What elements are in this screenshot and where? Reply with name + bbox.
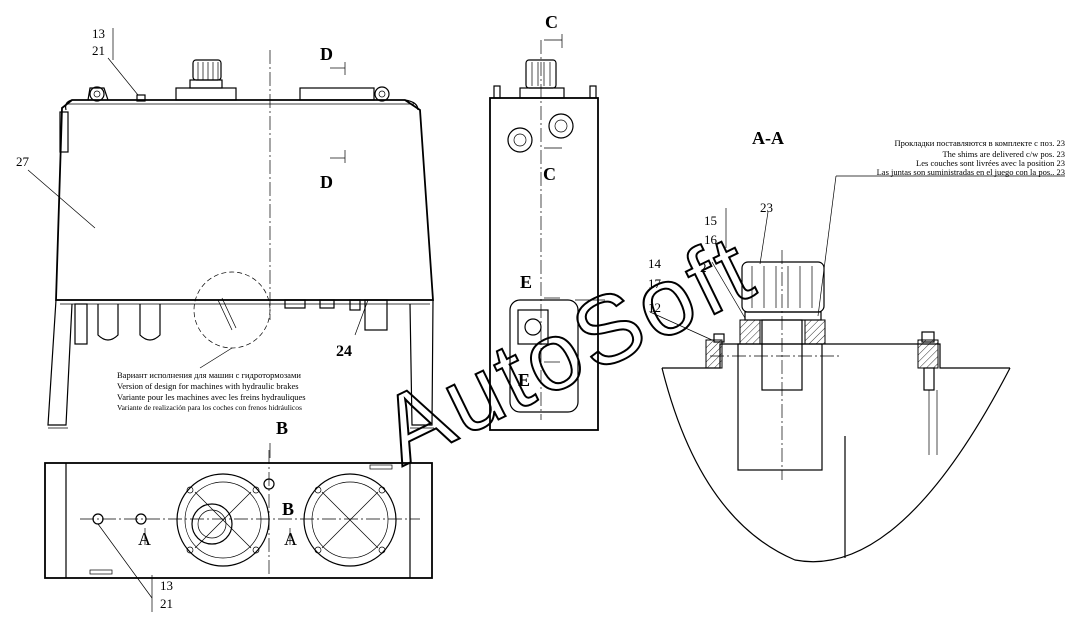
note-line-fr: Variante pour les machines avec les frei… xyxy=(117,392,306,402)
section-view xyxy=(649,175,1065,563)
pos-16: 16 xyxy=(704,232,718,247)
position-labels: 13 21 27 24 13 21 15 16 14 2 17 12 23 xyxy=(16,26,773,611)
shims-line-es: Las juntas son suministradas en el juego… xyxy=(877,167,1065,177)
section-labels: D D C C E E B B A A A-A xyxy=(138,12,784,549)
section-a-left: A xyxy=(138,529,151,549)
pos-24: 24 xyxy=(336,343,352,360)
note-line-es: Variante de realización para los coches … xyxy=(117,403,302,412)
pos-13-bottom: 13 xyxy=(160,578,173,593)
section-e-bottom: E xyxy=(518,370,530,390)
section-d-top: D xyxy=(320,44,333,64)
pos-13-top: 13 xyxy=(92,26,105,41)
section-e-top: E xyxy=(520,272,532,292)
section-c-top: C xyxy=(545,12,558,32)
shims-line-ru: Прокладки поставляются в комплекте с поз… xyxy=(894,138,1065,148)
top-view xyxy=(44,443,433,612)
pos-21-bottom: 21 xyxy=(160,596,173,611)
section-c-bottom: C xyxy=(543,164,556,184)
section-title-a-a: A-A xyxy=(752,128,784,148)
shims-line-en: The shims are delivered c/w pos. 23 xyxy=(942,149,1065,159)
pos-23: 23 xyxy=(760,200,773,215)
note-shims: Прокладки поставляются в комплекте с поз… xyxy=(877,138,1065,177)
pos-12: 12 xyxy=(648,300,661,315)
pos-27: 27 xyxy=(16,154,30,169)
section-b-top: B xyxy=(276,418,288,438)
front-view xyxy=(27,28,434,429)
pos-17: 17 xyxy=(648,276,662,291)
section-b-bottom: B xyxy=(282,499,294,519)
note-line-en: Version of design for machines with hydr… xyxy=(117,381,299,391)
note-line-ru: Вариант исполнения для машин с гидроторм… xyxy=(117,370,301,380)
note-hydraulic-brakes: Вариант исполнения для машин с гидроторм… xyxy=(117,370,306,412)
shims-line-fr: Les couches sont livrées avec la positio… xyxy=(916,158,1065,168)
side-view xyxy=(489,34,605,431)
pos-15: 15 xyxy=(704,213,717,228)
pos-2: 2 xyxy=(700,260,707,275)
pos-14: 14 xyxy=(648,256,662,271)
pos-21-top: 21 xyxy=(92,43,105,58)
section-d-bottom: D xyxy=(320,172,333,192)
section-a-right: A xyxy=(284,529,297,549)
